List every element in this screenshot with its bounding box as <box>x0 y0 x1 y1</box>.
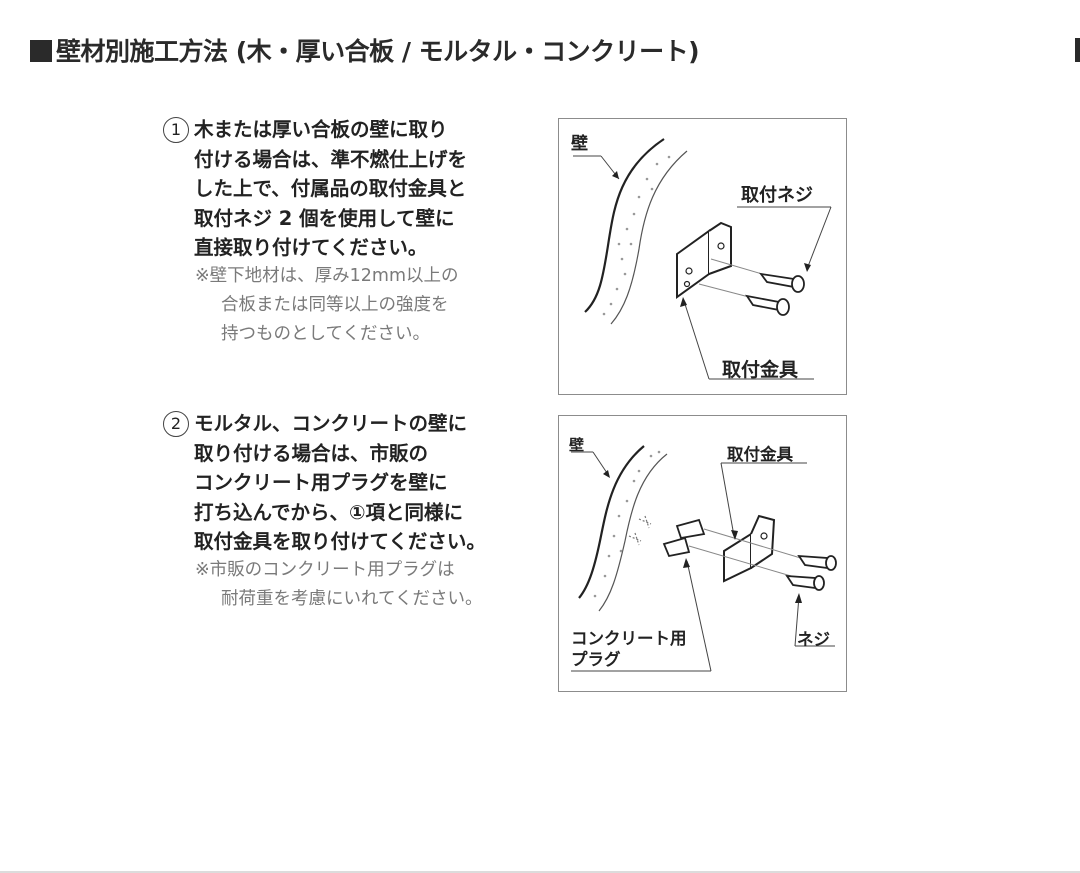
text-line: 取付金具を取り付けてください。 <box>194 530 486 553</box>
text-line: した上で、付属品の取付金具と <box>194 177 467 200</box>
label-concrete-plug-line2: プラグ <box>571 650 621 669</box>
text-line: 打ち込んでから、①項と同様に <box>194 500 464 524</box>
text-line: 取付ネジ 2 個を使用して壁に <box>194 206 455 230</box>
label-concrete-plug: コンクリート用 プラグ <box>571 628 687 670</box>
note-line: 耐荷重を考慮にいれてください。 <box>221 588 483 609</box>
text-line: 取り付ける場合は、市販の <box>194 441 429 465</box>
label-screw: ネジ <box>797 630 830 649</box>
text-line: 付ける場合は、準不燃仕上げを <box>194 147 468 171</box>
note-line: ※壁下地材は、厚み12mm以上の <box>195 265 459 286</box>
text-line: 木または厚い合板の壁に取り <box>194 118 448 141</box>
concrete-wall-diagram <box>571 445 837 672</box>
next-page-edge-fragment <box>1075 38 1080 62</box>
step-2-note: ※市販のコンクリート用プラグは 耐荷重を考慮にいれてください。 <box>163 556 533 614</box>
note-line: 持つものとしてください。 <box>221 323 430 344</box>
figure-concrete-wall-installation: 壁 取付金具 コンクリート用 プラグ ネジ <box>558 415 847 692</box>
label-concrete-plug-line1: コンクリート用 <box>571 629 687 648</box>
figure-wood-wall-installation: 壁 取付ネジ 取付金具 <box>558 118 847 395</box>
step-1-note: ※壁下地材は、厚み12mm以上の 合板または同等以上の強度を 持つものとしてくだ… <box>163 262 533 349</box>
label-mounting-bracket: 取付金具 <box>722 359 799 381</box>
label-mounting-screw: 取付ネジ <box>741 185 813 206</box>
bottom-divider <box>0 871 1080 873</box>
note-line: ※市販のコンクリート用プラグは <box>195 559 455 580</box>
label-wall: 壁 <box>571 134 588 154</box>
label-wall: 壁 <box>569 436 585 454</box>
page-title-text: 壁材別施工方法 (木・厚い合板 / モルタル・コンクリート) <box>56 37 700 66</box>
page-title: 壁材別施工方法 (木・厚い合板 / モルタル・コンクリート) <box>30 32 700 68</box>
square-bullet-icon <box>30 40 52 62</box>
text-line: 直接取り付けてください。 <box>194 236 428 259</box>
step-number-badge: 2 <box>163 411 189 437</box>
note-line: 合板または同等以上の強度を <box>221 294 449 315</box>
label-mounting-bracket: 取付金具 <box>727 445 793 464</box>
step-number-badge: 1 <box>163 117 189 143</box>
text-line: コンクリート用プラグを壁に <box>194 471 448 494</box>
wood-wall-diagram <box>573 138 832 380</box>
text-line: モルタル、コンクリートの壁に <box>194 412 468 435</box>
